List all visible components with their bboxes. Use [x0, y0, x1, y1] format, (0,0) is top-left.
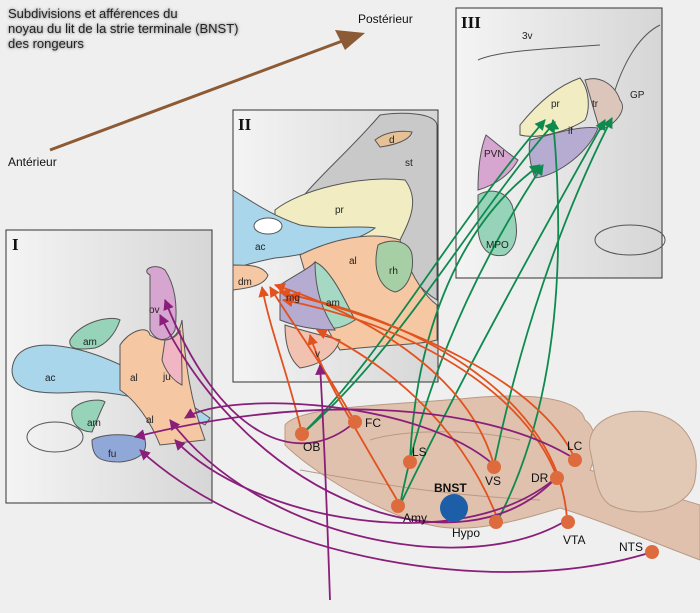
region-dm: dm — [238, 277, 252, 288]
region-pr: pr — [551, 99, 561, 110]
panel-II-numeral: II — [238, 115, 252, 134]
region-am: am — [87, 418, 101, 429]
region-al: al — [146, 415, 154, 426]
bnst-marker — [440, 494, 468, 522]
panel-III — [455, 7, 666, 279]
region-rh: rh — [389, 266, 398, 277]
purple-projections — [133, 298, 653, 601]
region-ac: ac — [45, 373, 56, 384]
label-LC: LC — [567, 439, 583, 453]
node-Hypo — [489, 515, 503, 529]
panel-III-numeral: III — [461, 13, 481, 32]
region-GP: GP — [630, 90, 645, 101]
title-line: des rongeurs — [8, 36, 84, 51]
region-3v: 3v — [522, 31, 533, 42]
axis-arrow — [49, 30, 365, 152]
region-fu: fu — [108, 449, 116, 460]
region-v: v — [315, 349, 320, 360]
label-BNST: BNST — [434, 481, 467, 495]
node-DR — [550, 471, 564, 485]
region-mg: mg — [286, 293, 300, 304]
region-PVN: PVN — [484, 149, 505, 160]
node-LS — [403, 455, 417, 469]
region-ov: ov — [149, 305, 160, 316]
region-ju: ju — [162, 372, 171, 383]
label-Amy: Amy — [403, 511, 427, 525]
brain-nodes — [295, 415, 659, 559]
panel-I-numeral: I — [12, 235, 19, 254]
orange-projections — [258, 282, 576, 521]
figure-title: Subdivisions et afférences du noyau du l… — [8, 6, 308, 51]
green-projections — [301, 117, 613, 521]
label-DR: DR — [531, 471, 549, 485]
panel-I — [5, 229, 213, 504]
region-am: am — [83, 337, 97, 348]
anterior-label: Antérieur — [8, 155, 57, 169]
label-VS: VS — [485, 474, 501, 488]
node-VS — [487, 460, 501, 474]
node-LC — [568, 453, 582, 467]
label-VTA: VTA — [563, 533, 585, 547]
region-pr: pr — [335, 205, 345, 216]
label-FC: FC — [365, 416, 381, 430]
panel-II — [232, 109, 439, 383]
posterior-label: Postérieur — [358, 12, 413, 26]
label-OB: OB — [303, 440, 320, 454]
region-MPO: MPO — [486, 240, 509, 251]
region-al: al — [349, 256, 357, 267]
region-am: am — [326, 298, 340, 309]
node-VTA — [561, 515, 575, 529]
brain-sagittal — [284, 395, 700, 561]
node-OB — [295, 427, 309, 441]
region-al: al — [130, 373, 138, 384]
label-NTS: NTS — [619, 540, 643, 554]
region-ac: ac — [255, 242, 266, 253]
region-st: st — [405, 158, 413, 169]
title-line: Subdivisions et afférences du — [8, 6, 178, 21]
region-if: if — [568, 126, 573, 137]
node-Amy — [391, 499, 405, 513]
label-Hypo: Hypo — [452, 526, 480, 540]
region-tr: tr — [592, 99, 599, 110]
node-NTS — [645, 545, 659, 559]
region-d: d — [389, 135, 395, 146]
title-line: noyau du lit de la strie terminale (BNST… — [8, 21, 239, 36]
label-LS: LS — [412, 445, 427, 459]
node-FC — [348, 415, 362, 429]
